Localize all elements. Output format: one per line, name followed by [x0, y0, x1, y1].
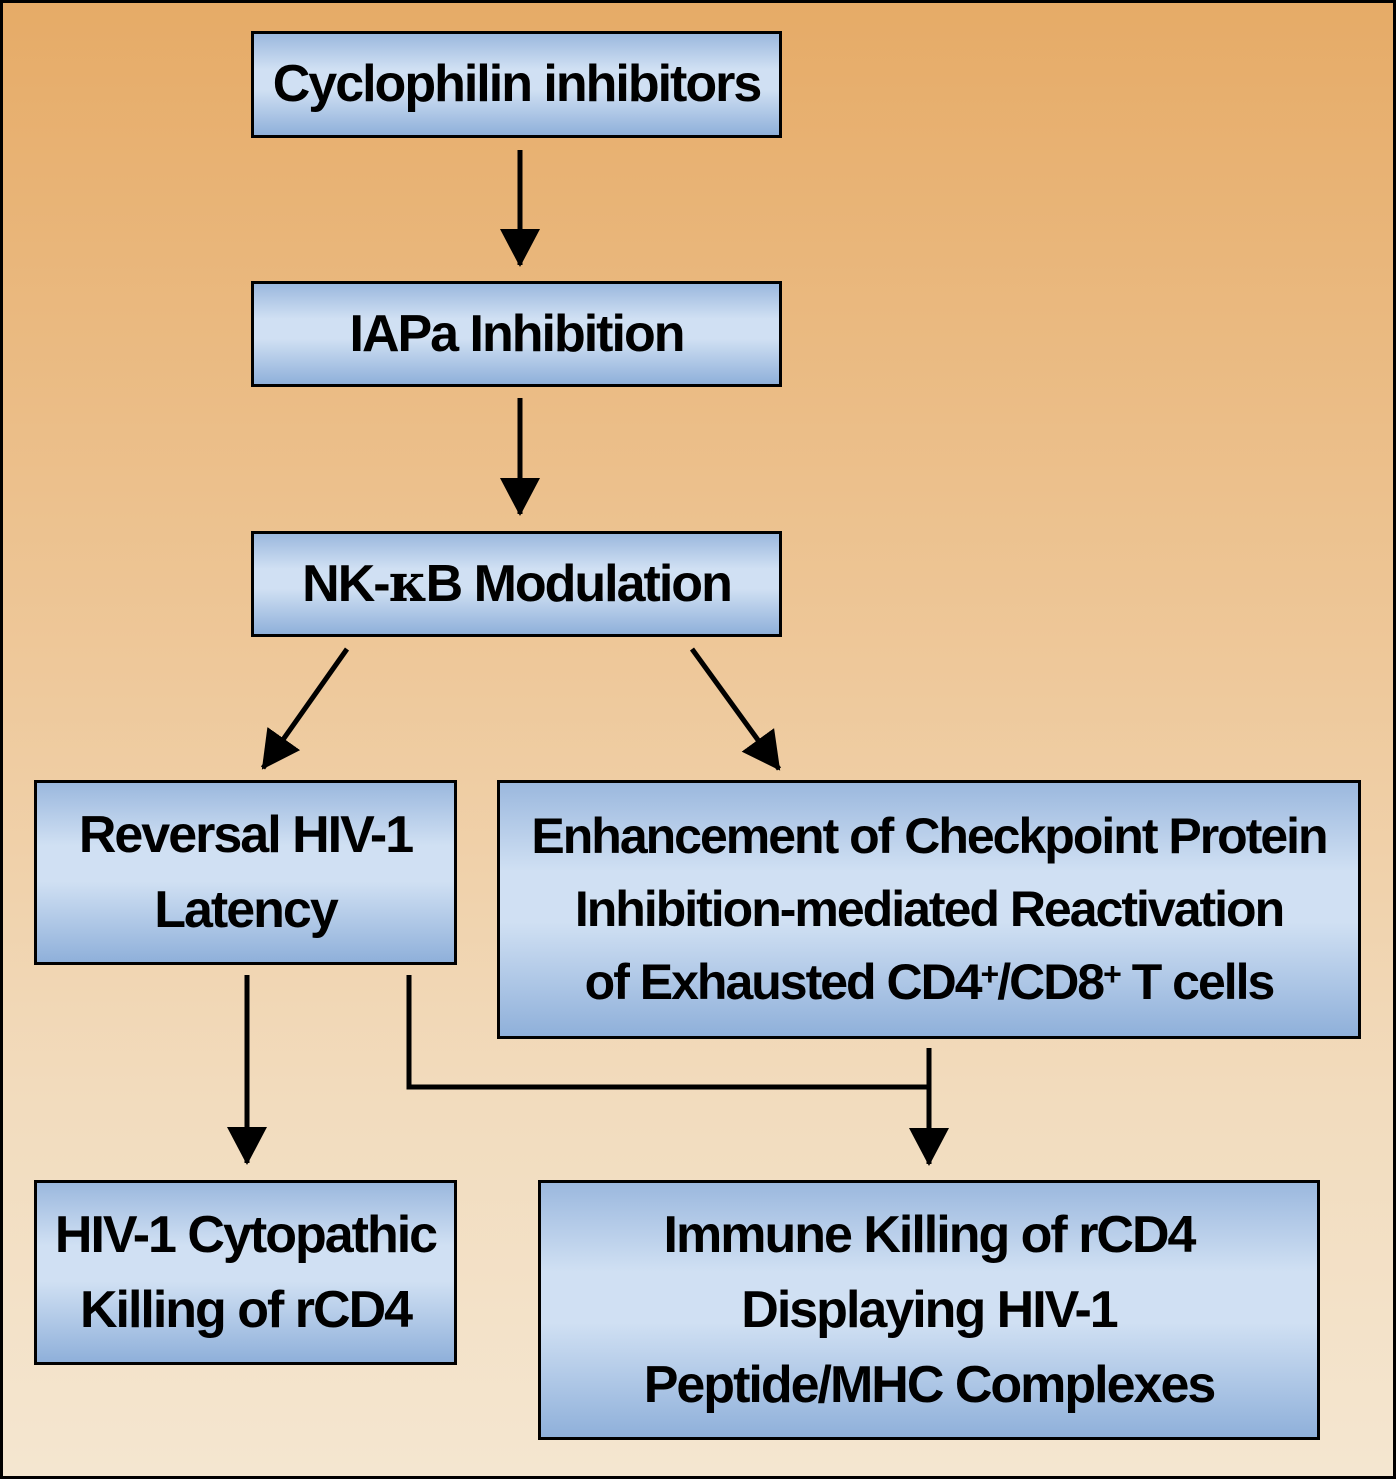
node-enhancement-line-1: Enhancement of Checkpoint Protein: [531, 808, 1328, 864]
node-nfkb-modulation: NK-κB Modulation: [251, 531, 782, 637]
node-iapa-inhibition: IAPa Inhibition: [251, 281, 782, 387]
node-enhancement-line-3: of Exhausted CD4+/CD8+ T cells: [584, 946, 1276, 1019]
node-reversal-line-1: Reversal HIV-1: [78, 805, 414, 864]
node-enhancement-checkpoint: Enhancement of Checkpoint Protein Inhibi…: [497, 780, 1361, 1039]
node-reversal-line-2: Latency: [154, 880, 339, 939]
enh-sup-1: +: [980, 956, 1000, 992]
node-cyclophilin-inhibitors: Cyclophilin inhibitors: [251, 31, 782, 138]
enh-line3-a: of Exhausted CD4: [584, 954, 983, 1010]
node-cyclophilin-label: Cyclophilin inhibitors: [272, 55, 763, 113]
node-immune-line-2: Displaying HIV-1: [741, 1280, 1118, 1339]
node-iapa-label: IAPa Inhibition: [349, 304, 686, 363]
enh-line3-c: T cells: [1119, 954, 1276, 1010]
node-cytopathic-line-2: Killing of rCD4: [79, 1280, 413, 1339]
node-immune-line-1: Immune Killing of rCD4: [663, 1205, 1197, 1264]
enh-sup-2: +: [1103, 956, 1122, 992]
node-cytopathic-line-1: HIV-1 Cytopathic: [54, 1205, 438, 1264]
kappa-symbol: κ: [388, 553, 428, 614]
node-enhancement-line-2: Inhibition-mediated Reactivation: [574, 881, 1285, 937]
enh-line3-b: /CD8: [997, 954, 1105, 1010]
node-nfkb-label: NK-κB Modulation: [302, 546, 733, 622]
node-immune-line-3: Peptide/MHC Complexes: [643, 1355, 1217, 1414]
node-reversal-hiv-latency: Reversal HIV-1 Latency: [34, 780, 457, 965]
arrow-nfkb-to-enhancement: [689, 647, 782, 771]
nfkb-suffix: B Modulation: [425, 555, 733, 613]
node-hiv-cytopathic-killing: HIV-1 Cytopathic Killing of rCD4: [34, 1180, 457, 1365]
connector-reversal-to-junction: [406, 975, 929, 1090]
arrow-nfkb-to-reversal: [260, 647, 350, 770]
nfkb-prefix: NK-: [302, 555, 390, 613]
node-immune-killing: Immune Killing of rCD4 Displaying HIV-1 …: [538, 1180, 1320, 1440]
